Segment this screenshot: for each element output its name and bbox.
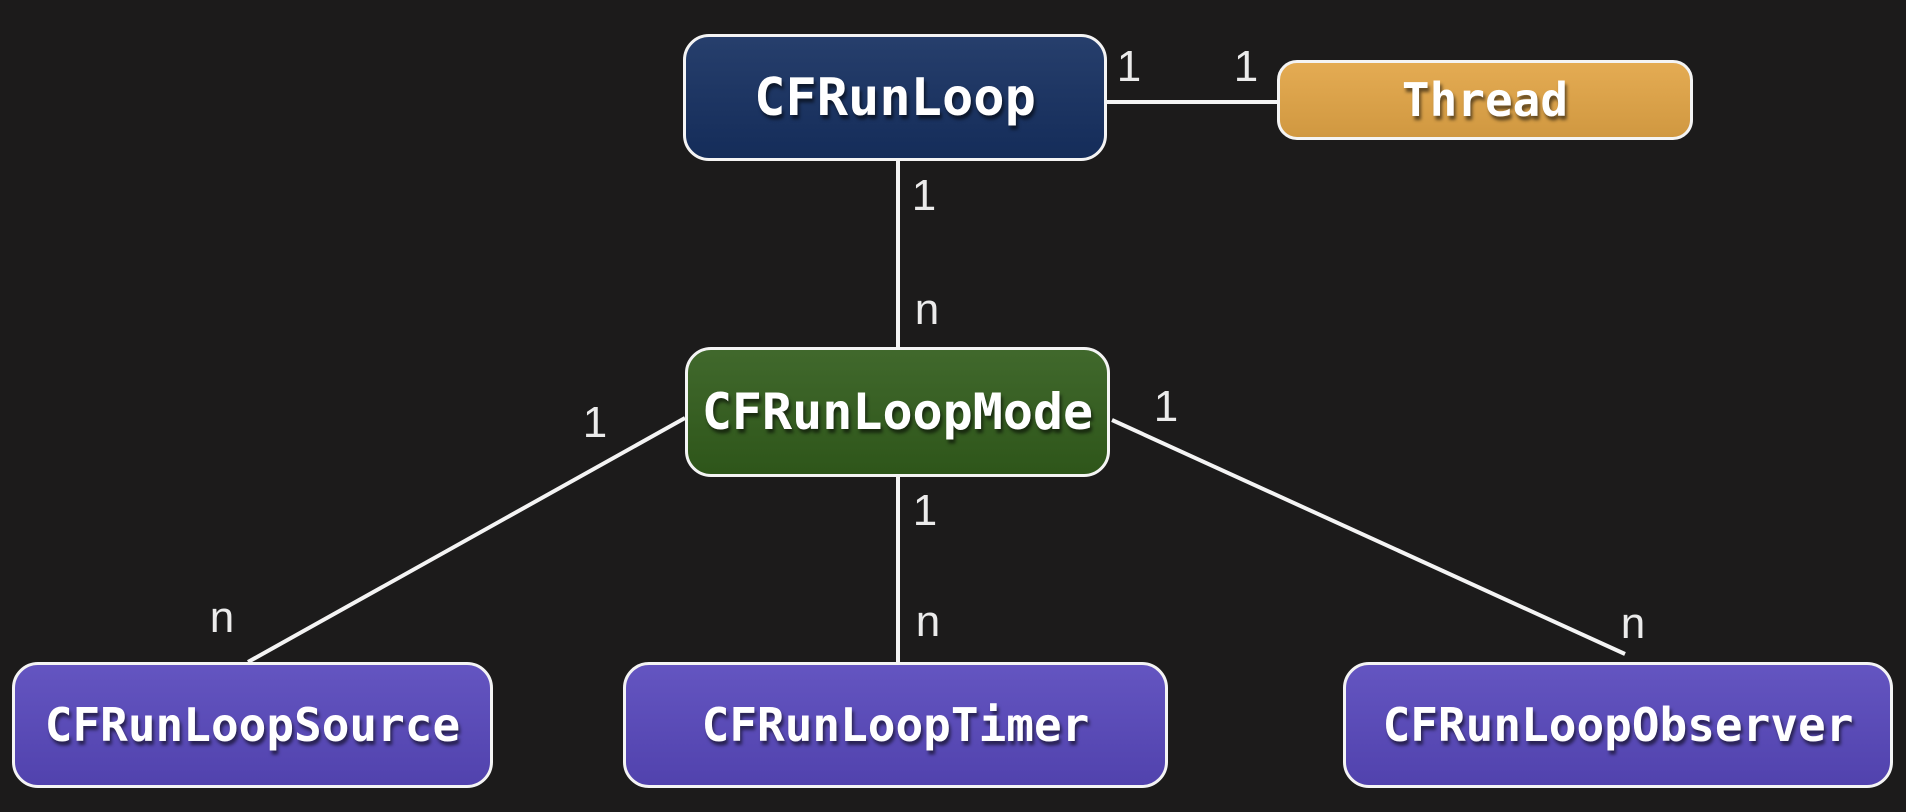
node-cfrunlooptimer: CFRunLoopTimer: [623, 662, 1168, 788]
edge-label-mode-timer-to: n: [915, 597, 941, 646]
edge-label-mode-source-to: n: [209, 593, 235, 642]
node-cfrunloopobserver: CFRunLoopObserver: [1343, 662, 1893, 788]
edge-label-cfrunloop-thread-to: 1: [1233, 42, 1259, 91]
edge-label-mode-timer-from: 1: [912, 486, 938, 535]
node-thread: Thread: [1277, 60, 1693, 140]
edge-label-cfrunloop-thread-from: 1: [1116, 42, 1142, 91]
node-cfrunloopmode: CFRunLoopMode: [685, 347, 1110, 477]
edge-label-mode-observer-to: n: [1620, 599, 1646, 648]
node-cfrunloop: CFRunLoop: [683, 34, 1107, 161]
edge-line-mode-source: [247, 416, 686, 664]
edge-label-mode-observer-from: 1: [1153, 382, 1179, 431]
edge-label-cfrunloop-mode-from: 1: [911, 171, 937, 220]
edge-label-cfrunloop-mode-to: n: [914, 285, 940, 334]
edge-label-mode-source-from: 1: [582, 398, 608, 447]
node-cfrunloopsource: CFRunLoopSource: [12, 662, 493, 788]
edge-line-mode-observer: [1111, 418, 1626, 656]
